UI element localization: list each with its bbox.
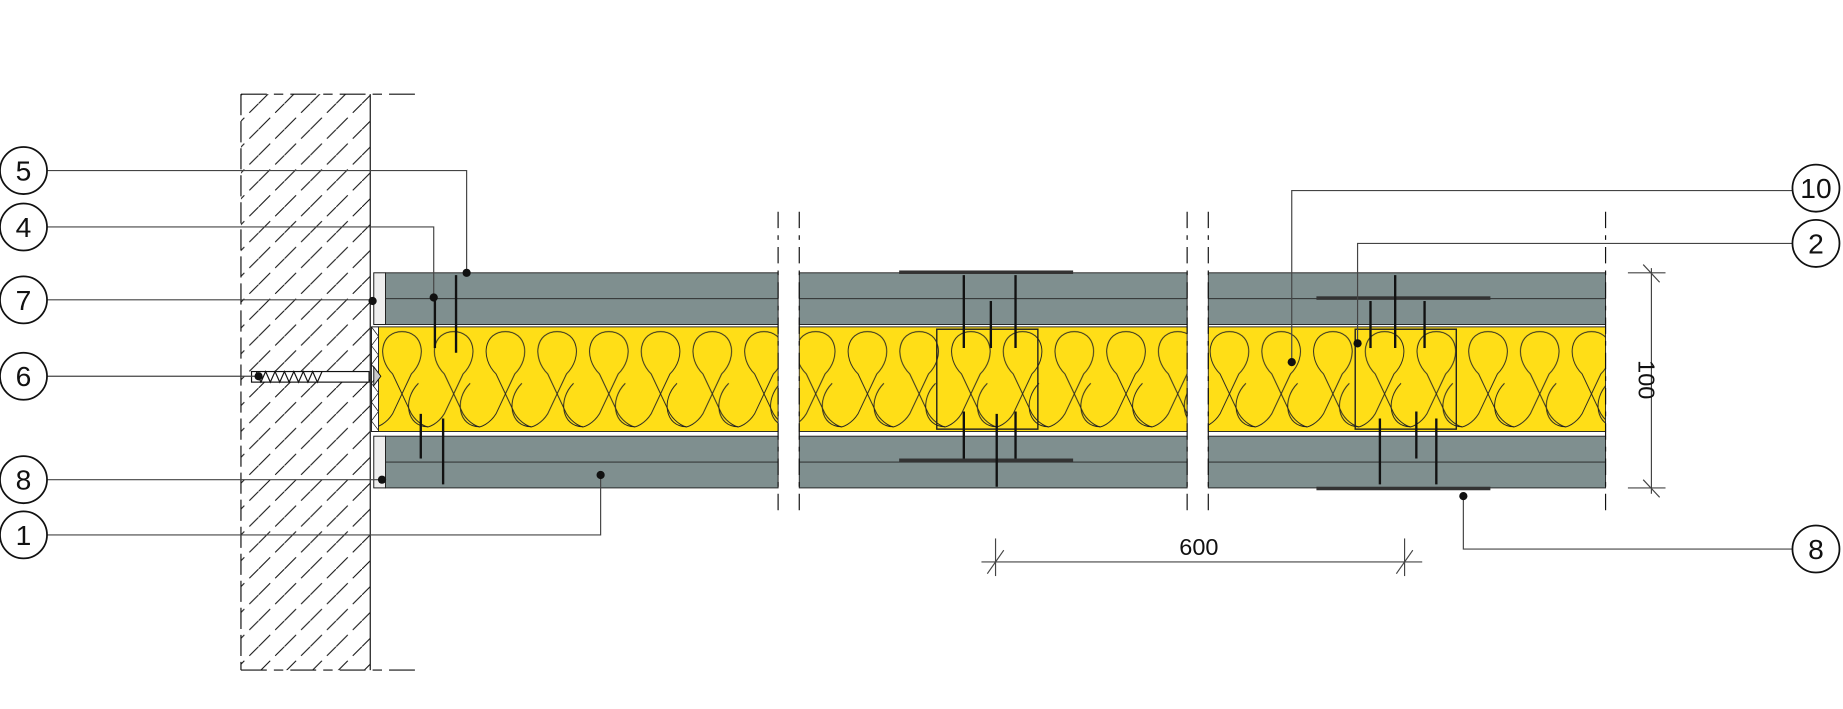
svg-text:5: 5 xyxy=(16,155,32,187)
callout-7: 7 xyxy=(0,275,48,325)
svg-text:8: 8 xyxy=(16,464,32,496)
callout-4: 4 xyxy=(0,202,48,252)
callout-8-right: 8 xyxy=(1791,524,1841,574)
segment-2 xyxy=(798,272,1188,489)
callout-8-left: 8 xyxy=(0,455,48,505)
callout-10: 10 xyxy=(1791,163,1841,213)
svg-text:1: 1 xyxy=(16,519,32,551)
segment-1 xyxy=(378,272,779,489)
svg-text:8: 8 xyxy=(1808,533,1824,565)
wall-anchor xyxy=(250,365,382,388)
callout-6: 6 xyxy=(0,351,48,401)
stud-profile xyxy=(1354,328,1458,430)
wall-panel-segments xyxy=(378,270,1607,491)
break-lines xyxy=(777,211,1607,518)
leader-lines xyxy=(47,169,1793,550)
svg-text:4: 4 xyxy=(16,211,32,243)
dimension-600-label: 600 xyxy=(1179,534,1218,560)
dimension-100 xyxy=(1627,264,1666,498)
screws xyxy=(419,275,1438,487)
dimension-100-label: 100 xyxy=(1633,360,1659,399)
callout-5: 5 xyxy=(0,146,48,195)
svg-text:7: 7 xyxy=(16,284,32,316)
dimension-600 xyxy=(981,538,1423,577)
svg-text:10: 10 xyxy=(1800,172,1831,204)
stud-profile xyxy=(936,328,1039,430)
callout-1: 1 xyxy=(0,510,48,560)
segment-3 xyxy=(1207,272,1607,489)
leader-dots xyxy=(254,268,1468,501)
svg-text:6: 6 xyxy=(16,360,32,392)
callout-2: 2 xyxy=(1791,219,1841,268)
svg-text:2: 2 xyxy=(1808,227,1824,259)
